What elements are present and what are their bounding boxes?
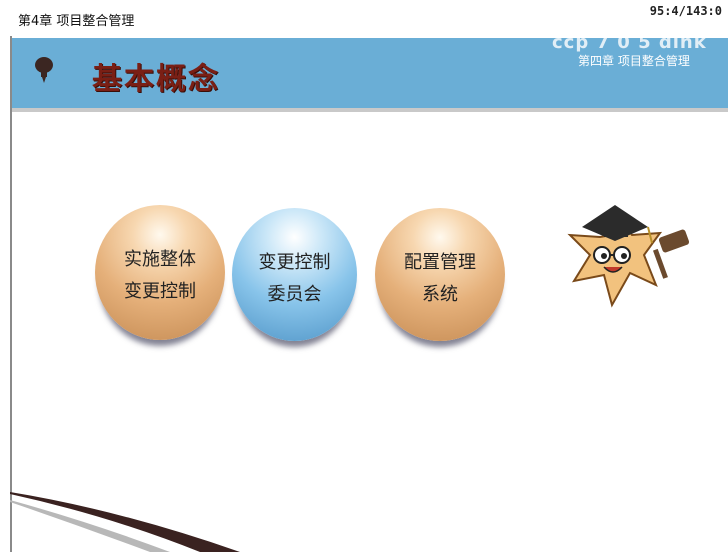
graduate-mascot-icon bbox=[567, 205, 690, 308]
decorative-swoosh bbox=[10, 492, 240, 552]
page-counter: 95:4/143:0 bbox=[649, 4, 722, 18]
concept-sphere-integrated-change-control[interactable]: 实施整体 变更控制 bbox=[95, 205, 225, 340]
sphere-label-line1: 变更控制 bbox=[258, 252, 331, 273]
sphere-label-line1: 实施整体 bbox=[124, 249, 196, 270]
watermark-text: ccp 7 0 5 dink bbox=[552, 32, 707, 53]
concept-sphere-configuration-management-system[interactable]: 配置管理 系统 bbox=[375, 208, 505, 341]
title-banner: 基本概念 ccp 7 0 5 dink 第四章 项目整合管理 bbox=[12, 32, 728, 112]
sphere-label-line2: 委员会 bbox=[267, 284, 322, 305]
slide-title: 基本概念 bbox=[92, 62, 220, 97]
sphere-label-line1: 配置管理 bbox=[404, 252, 476, 273]
concept-sphere-change-control-board[interactable]: 变更控制 委员会 bbox=[232, 208, 357, 341]
left-divider bbox=[10, 36, 12, 552]
sphere-label-line2: 系统 bbox=[422, 284, 458, 305]
top-bar: 第4章 项目整合管理 95:4/143:0 bbox=[0, 0, 728, 36]
sphere-label-line2: 变更控制 bbox=[124, 281, 196, 302]
pushpin-icon bbox=[35, 57, 53, 83]
slide-subtitle: 第四章 项目整合管理 bbox=[578, 54, 690, 68]
chapter-title: 第4章 项目整合管理 bbox=[18, 14, 135, 29]
